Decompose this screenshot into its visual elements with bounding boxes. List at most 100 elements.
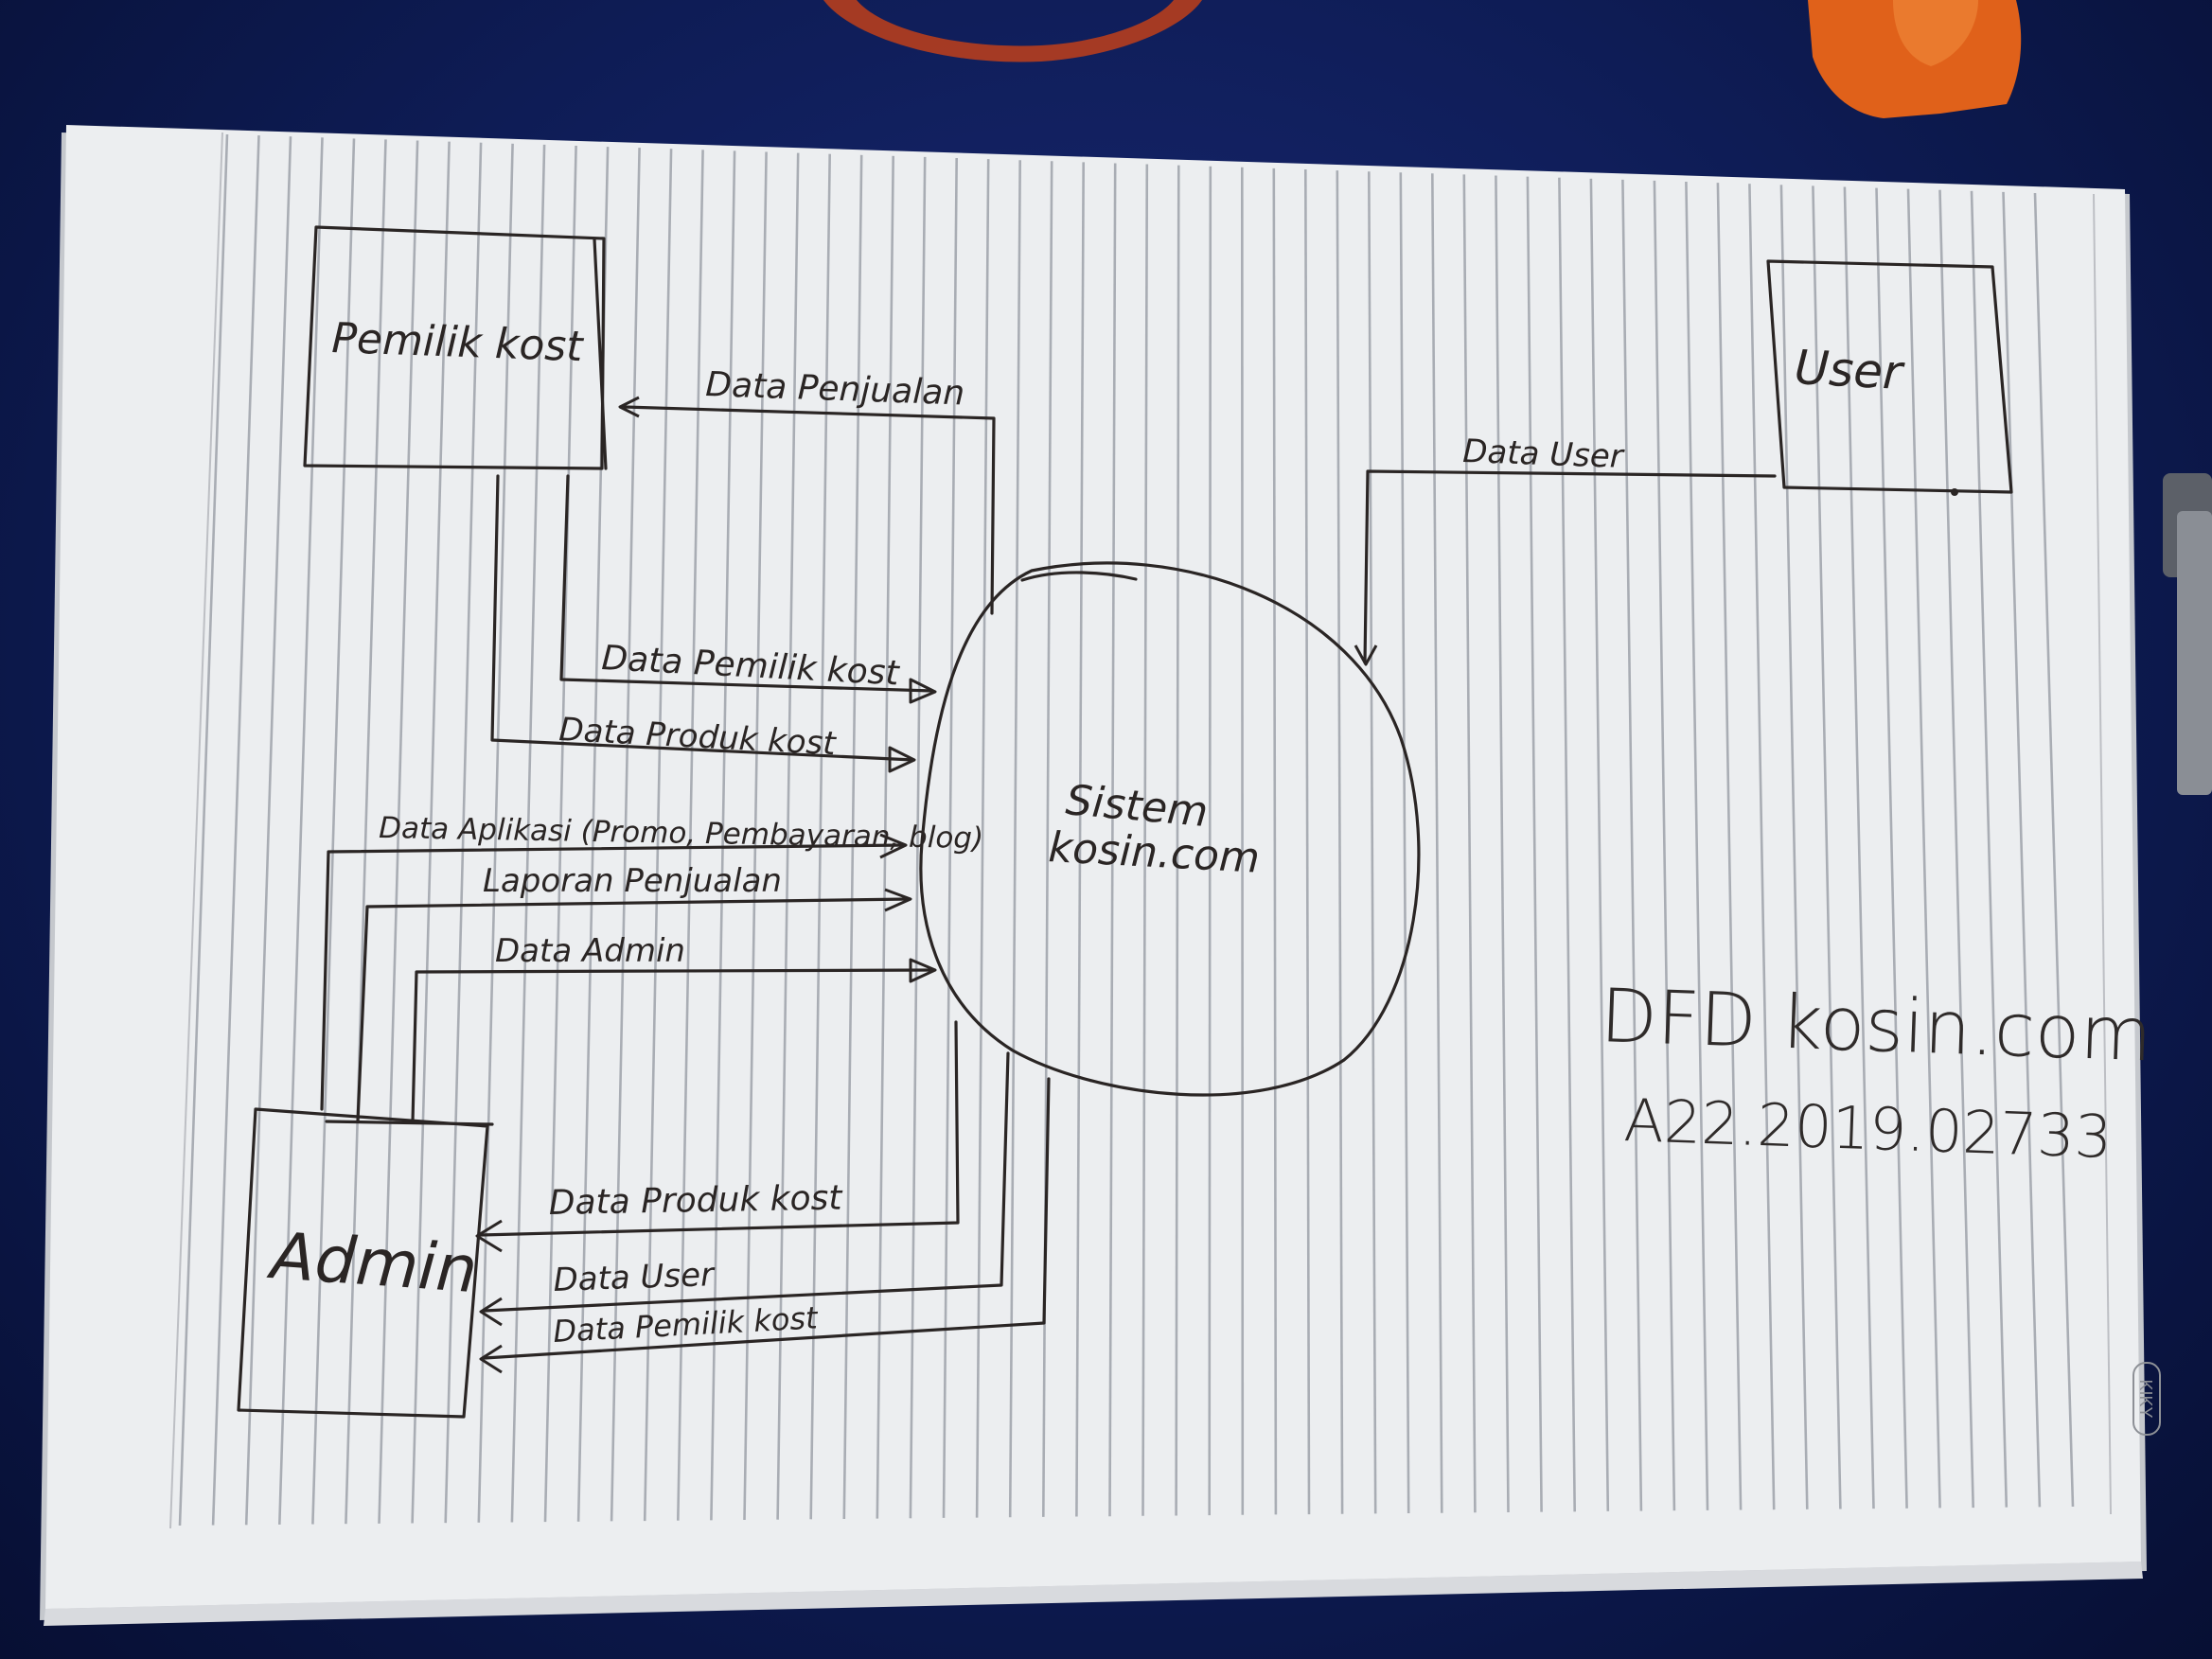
arrowhead bbox=[1354, 644, 1378, 666]
binder-clip-lever-shape bbox=[2177, 511, 2212, 795]
flow-line-data-produk-kost-out bbox=[479, 1020, 960, 1237]
flow-line-data-pemilik-kost-out bbox=[483, 1077, 1051, 1360]
arrowhead bbox=[888, 746, 916, 773]
ruled-line bbox=[178, 133, 229, 1527]
flow-line-data-penjualan bbox=[623, 405, 996, 615]
flow-line-data-user-in bbox=[1363, 469, 1777, 664]
ruled-line bbox=[1906, 188, 1941, 1509]
ruled-line bbox=[1589, 178, 1610, 1511]
ruled-line bbox=[743, 151, 768, 1521]
ruled-line bbox=[1558, 177, 1576, 1512]
arrowhead bbox=[879, 833, 908, 859]
ruled-line bbox=[1368, 171, 1377, 1514]
svg-text:KIKY: KIKY bbox=[2136, 1379, 2155, 1418]
ruled-line bbox=[1812, 185, 1842, 1509]
ruled-line bbox=[776, 152, 800, 1520]
caption-title: DFD kosin.com bbox=[1599, 974, 2153, 1078]
entity-box-edge bbox=[325, 1120, 494, 1126]
flow-line-laporan-penjualan bbox=[356, 897, 911, 1123]
ruled-line bbox=[909, 156, 927, 1519]
ruled-line bbox=[1141, 164, 1149, 1516]
entity-label-user: User bbox=[1793, 340, 1906, 400]
ruled-line bbox=[345, 139, 387, 1525]
flow-label-data-produk-kost-out: Data Produk kost bbox=[548, 1179, 843, 1223]
ruled-line bbox=[543, 145, 577, 1523]
flow-line-data-pemilik-kost-in bbox=[559, 474, 934, 693]
ruled-line bbox=[1653, 180, 1676, 1511]
margin-line bbox=[169, 132, 223, 1529]
process-label-line2: kosin.com bbox=[1047, 823, 1261, 883]
ruled-line bbox=[1843, 186, 1875, 1509]
entity-label-admin: Admin bbox=[265, 1219, 480, 1308]
orange-highlight-shape bbox=[1893, 0, 1978, 66]
flow-label-data-penjualan: Data Penjualan bbox=[705, 365, 965, 414]
ruled-line bbox=[2002, 191, 2042, 1508]
ruled-line bbox=[1241, 167, 1245, 1515]
ruled-line bbox=[378, 140, 419, 1524]
ruled-line bbox=[710, 150, 736, 1521]
ruled-line bbox=[1304, 168, 1311, 1515]
flow-line-data-produk-kost-in bbox=[490, 474, 915, 762]
ruled-line bbox=[1938, 189, 1974, 1509]
arrowhead bbox=[909, 678, 937, 704]
process-circle bbox=[919, 561, 1421, 1097]
ruled-line bbox=[1108, 163, 1117, 1517]
ruled-line bbox=[311, 138, 356, 1525]
ruled-line bbox=[1875, 187, 1908, 1509]
ruled-line bbox=[1431, 173, 1443, 1513]
margin-line bbox=[2093, 193, 2112, 1515]
ruled-line bbox=[1621, 179, 1643, 1511]
ruled-line bbox=[1175, 165, 1180, 1516]
entity-label-pemilik-kost: Pemilik kost bbox=[331, 314, 586, 371]
arrowhead bbox=[479, 1297, 503, 1327]
ruled-line bbox=[278, 137, 324, 1525]
entity-box-admin bbox=[237, 1107, 489, 1419]
ruled-line bbox=[942, 157, 958, 1518]
process-circle-overstroke bbox=[1020, 571, 1138, 582]
arrowhead bbox=[884, 888, 912, 912]
ruled-line bbox=[477, 143, 514, 1523]
ruled-line bbox=[809, 153, 831, 1520]
ruled-line bbox=[2033, 192, 2075, 1508]
ruled-line bbox=[211, 135, 260, 1526]
flow-label-data-user-out: Data User bbox=[553, 1256, 717, 1299]
brand-mark: KIKY bbox=[2132, 1362, 2161, 1436]
ruled-line bbox=[1399, 172, 1410, 1514]
ruled-line bbox=[677, 150, 704, 1521]
ruled-line bbox=[1748, 184, 1776, 1510]
flow-line-data-admin bbox=[411, 968, 934, 1123]
arrowhead bbox=[475, 1219, 503, 1253]
paper-edge-shape bbox=[44, 1562, 2143, 1626]
ink-dot bbox=[1951, 488, 1958, 496]
flow-line-data-user-out bbox=[483, 1051, 1010, 1313]
flow-label-laporan-penjualan: Laporan Penjualan bbox=[483, 862, 782, 900]
entity-box-edge bbox=[593, 238, 608, 470]
ruled-line bbox=[444, 142, 483, 1524]
arrowhead bbox=[909, 958, 937, 983]
ruled-line bbox=[1779, 185, 1809, 1509]
ruled-line bbox=[1208, 166, 1212, 1516]
ruled-line bbox=[610, 148, 641, 1522]
ruled-line bbox=[1716, 183, 1743, 1510]
ruled-line bbox=[1685, 181, 1709, 1510]
flow-label-data-admin: Data Admin bbox=[495, 932, 685, 970]
ruled-line bbox=[1970, 190, 2008, 1508]
ruled-line bbox=[1008, 160, 1021, 1518]
orange-cable-shape bbox=[823, 0, 1202, 62]
ruled-line bbox=[1495, 175, 1510, 1513]
ruled-lines-group bbox=[178, 133, 2075, 1527]
ruled-line bbox=[510, 144, 546, 1523]
ruled-line bbox=[411, 141, 451, 1524]
arrowhead bbox=[479, 1344, 503, 1374]
ruled-line bbox=[1462, 174, 1477, 1513]
ruled-line bbox=[1272, 168, 1278, 1515]
ruled-line bbox=[643, 149, 673, 1522]
ruled-line bbox=[1336, 170, 1344, 1514]
arrowhead bbox=[618, 396, 640, 418]
ruled-line bbox=[975, 159, 990, 1518]
flow-line-data-aplikasi bbox=[320, 843, 906, 1111]
entity-box-user bbox=[1766, 259, 2013, 494]
ruled-line bbox=[244, 136, 292, 1526]
